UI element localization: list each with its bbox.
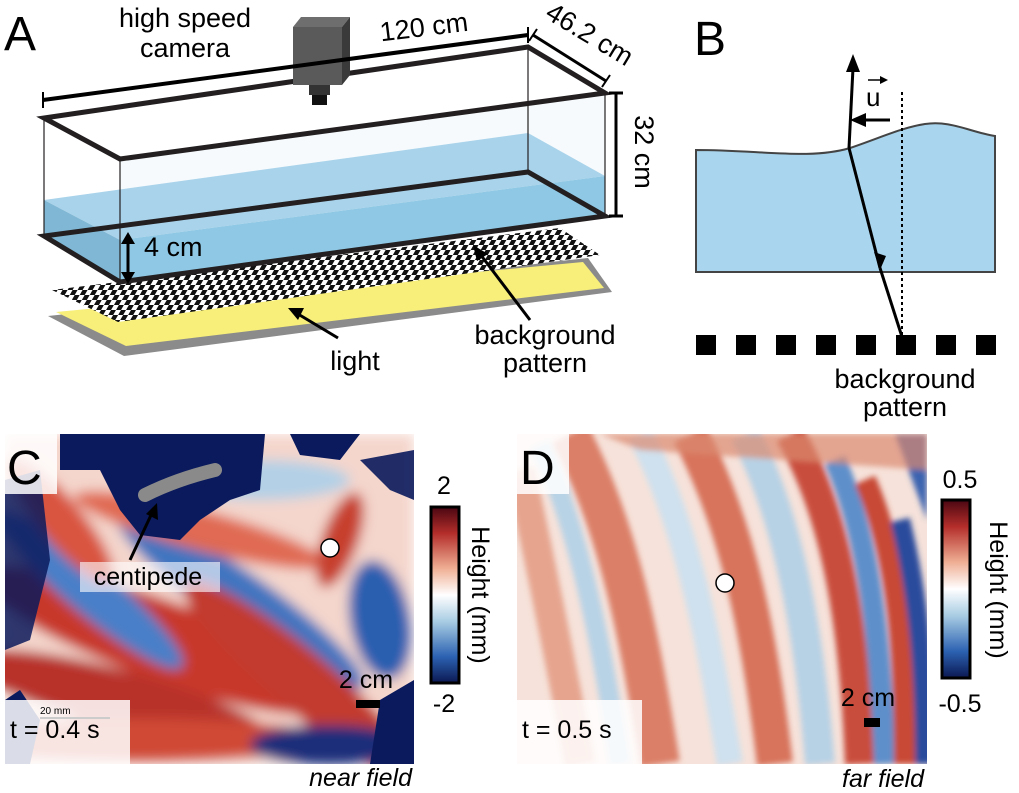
pattern-squares [696, 335, 996, 355]
camera-label-line1: high speed [119, 3, 251, 33]
scale-bar [356, 700, 380, 708]
length-label: 120 cm [378, 7, 470, 48]
time-label: t = 0.5 s [522, 716, 612, 744]
pattern-arrow [473, 245, 532, 321]
time-label-bg [5, 700, 130, 764]
scale-label: 2 cm [339, 666, 393, 694]
length-dimension [42, 27, 529, 108]
light-panel [56, 262, 604, 346]
colorbar-c [429, 505, 461, 685]
centipede-label-bg [80, 562, 220, 592]
height-dimension [609, 91, 623, 218]
height-map-far [517, 434, 927, 764]
light-label: light [330, 346, 380, 376]
camera-icon [293, 17, 350, 105]
depth-arrow [121, 232, 135, 284]
refracted-ray [846, 54, 905, 341]
camera-label-line2: camera [140, 33, 231, 63]
colorbar-d-max: 0.5 [943, 466, 978, 494]
pattern-label-line2: pattern [503, 348, 587, 378]
width-dimension [528, 28, 611, 88]
panel-d-letter: D [520, 442, 555, 495]
scale-bar [864, 718, 880, 727]
panel-c: C centipede 20 mm t = 0.4 s 2 cm near fi… [5, 434, 494, 792]
panel-d-letter-bg [517, 434, 569, 494]
probe-point [715, 573, 735, 593]
probe-point [320, 538, 340, 558]
panel-b: B u background [694, 13, 996, 422]
colorbar-c-min: -2 [433, 690, 455, 718]
water-front [44, 200, 120, 280]
faint-scale-label: 20 mm [40, 706, 71, 717]
scale-label: 2 cm [841, 684, 895, 712]
checker-pattern [52, 228, 600, 322]
pattern-label-line1: background [474, 320, 615, 350]
light-arrow [288, 308, 339, 340]
panel-d-caption: far field [842, 765, 925, 793]
time-label: t = 0.4 s [10, 716, 100, 744]
pattern-label-line2: pattern [863, 392, 947, 422]
height-label: 32 cm [629, 115, 659, 189]
water-body [695, 122, 996, 273]
panel-a: A high speed camera [4, 0, 659, 378]
panel-c-caption: near field [309, 764, 413, 792]
pattern-label-line1: background [834, 364, 975, 394]
colorbar-d [940, 498, 972, 680]
depth-label: 4 cm [144, 232, 203, 262]
time-label-bg [517, 700, 642, 764]
colorbar-c-max: 2 [437, 472, 451, 500]
panel-b-letter: B [694, 13, 726, 66]
colorbar-c-label: Height (mm) [466, 526, 494, 664]
panel-d: D t = 0.5 s 2 cm far field 0.5 -0.5 Heig… [517, 434, 1012, 793]
centipede-arrow [128, 503, 158, 561]
height-map-near [5, 434, 414, 764]
centipede-shape [138, 463, 222, 502]
panel-a-letter: A [4, 8, 36, 61]
water-side [120, 176, 605, 280]
colorbar-d-min: -0.5 [938, 690, 981, 718]
colorbar-d-label: Height (mm) [984, 521, 1012, 659]
centipede-label: centipede [94, 563, 202, 591]
vector-label: u [866, 82, 880, 112]
water-top [44, 133, 605, 240]
velocity-arrow [850, 76, 890, 127]
panel-c-letter: C [7, 442, 42, 495]
tank-frame [36, 44, 613, 285]
